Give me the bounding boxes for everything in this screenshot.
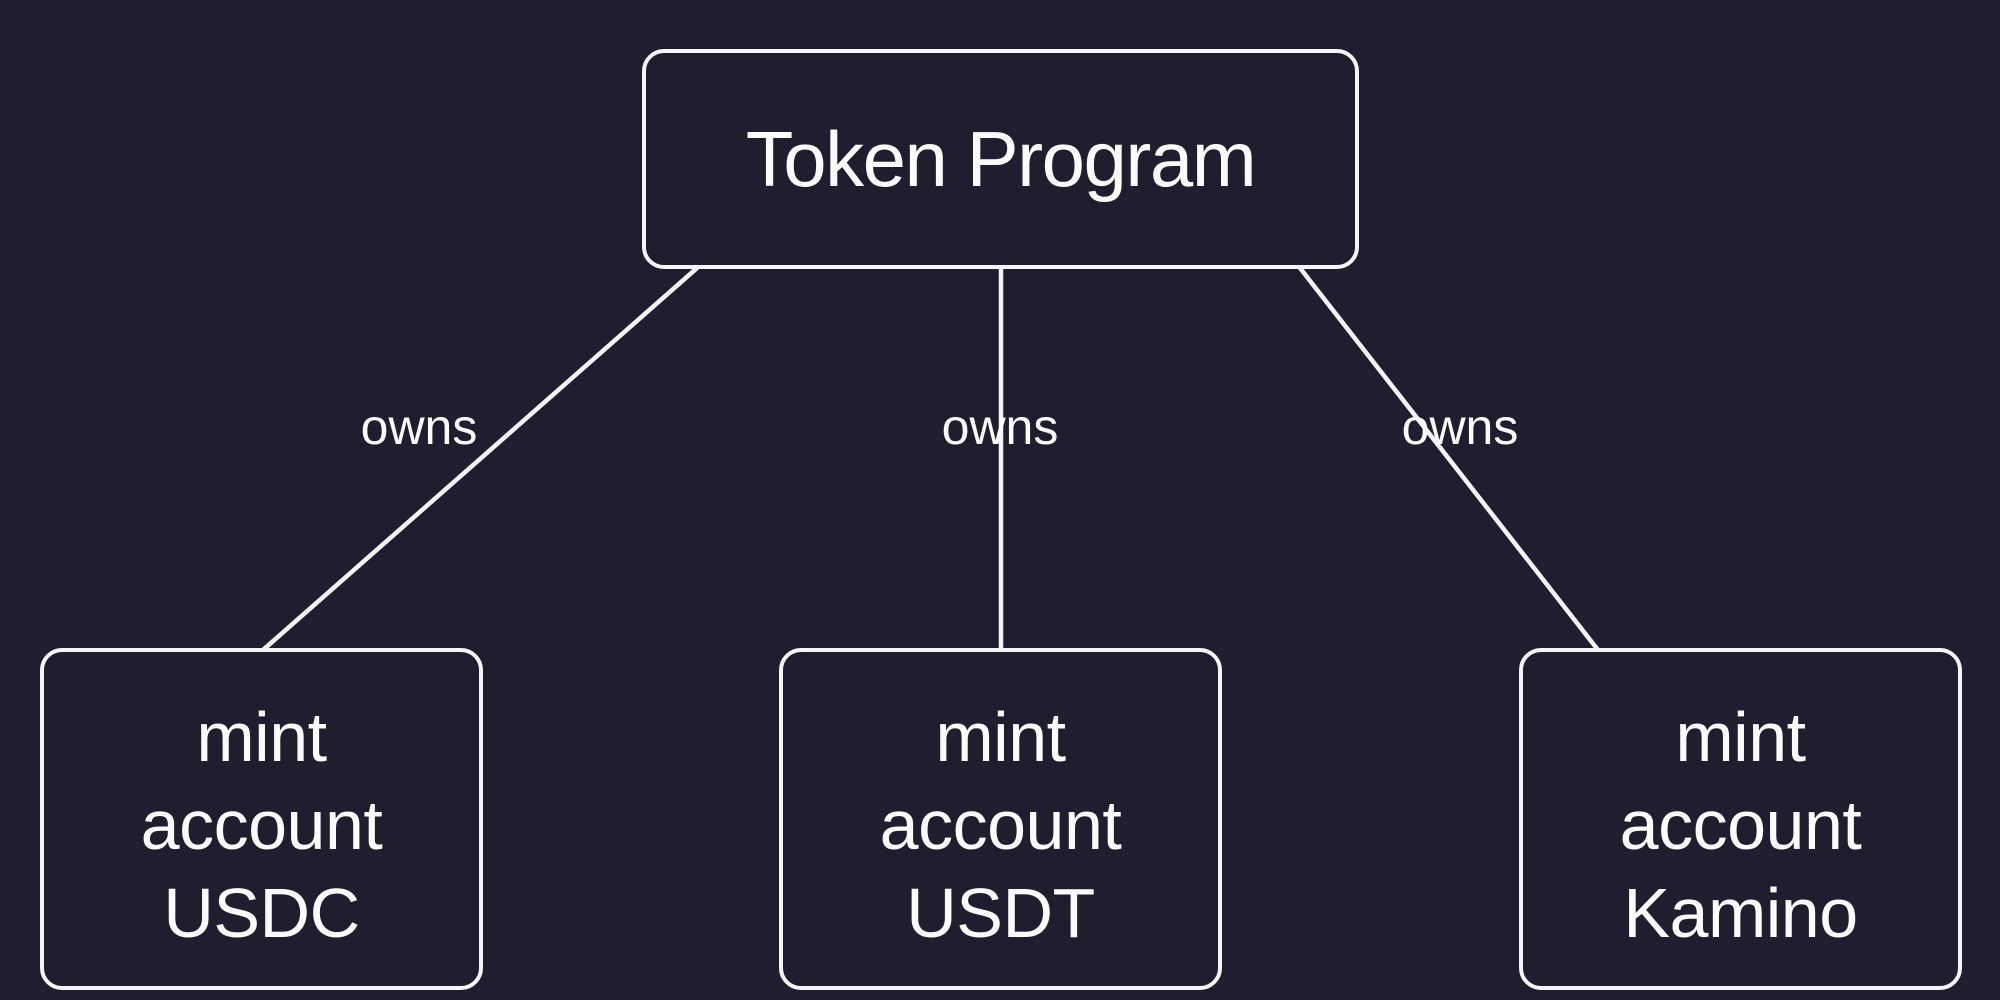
node-usdc-line-2: account: [140, 786, 383, 864]
node-usdt-line-3: USDT: [906, 874, 1095, 952]
node-token-program: Token Program: [642, 49, 1359, 269]
node-mint-account-kamino: mint account Kamino: [1519, 648, 1962, 990]
node-kamino-line-2: account: [1619, 786, 1862, 864]
node-usdt-line-1: mint: [935, 698, 1066, 776]
node-usdc-line-3: USDC: [163, 874, 360, 952]
node-kamino-line-3: Kamino: [1623, 874, 1858, 952]
edge-owns-usdc-line: [260, 265, 700, 653]
edge-label-owns-usdc: owns: [360, 399, 478, 455]
node-kamino-line-1: mint: [1675, 698, 1806, 776]
node-mint-account-usdc: mint account USDC: [40, 648, 483, 990]
node-mint-account-usdt: mint account USDT: [779, 648, 1222, 990]
node-usdt-line-2: account: [879, 786, 1122, 864]
node-usdc-line-1: mint: [196, 698, 327, 776]
edge-owns-kamino-line: [1297, 265, 1601, 653]
node-token-program-label: Token Program: [745, 114, 1257, 203]
edge-label-owns-kamino: owns: [1401, 399, 1519, 455]
edge-label-owns-usdt: owns: [941, 399, 1059, 455]
